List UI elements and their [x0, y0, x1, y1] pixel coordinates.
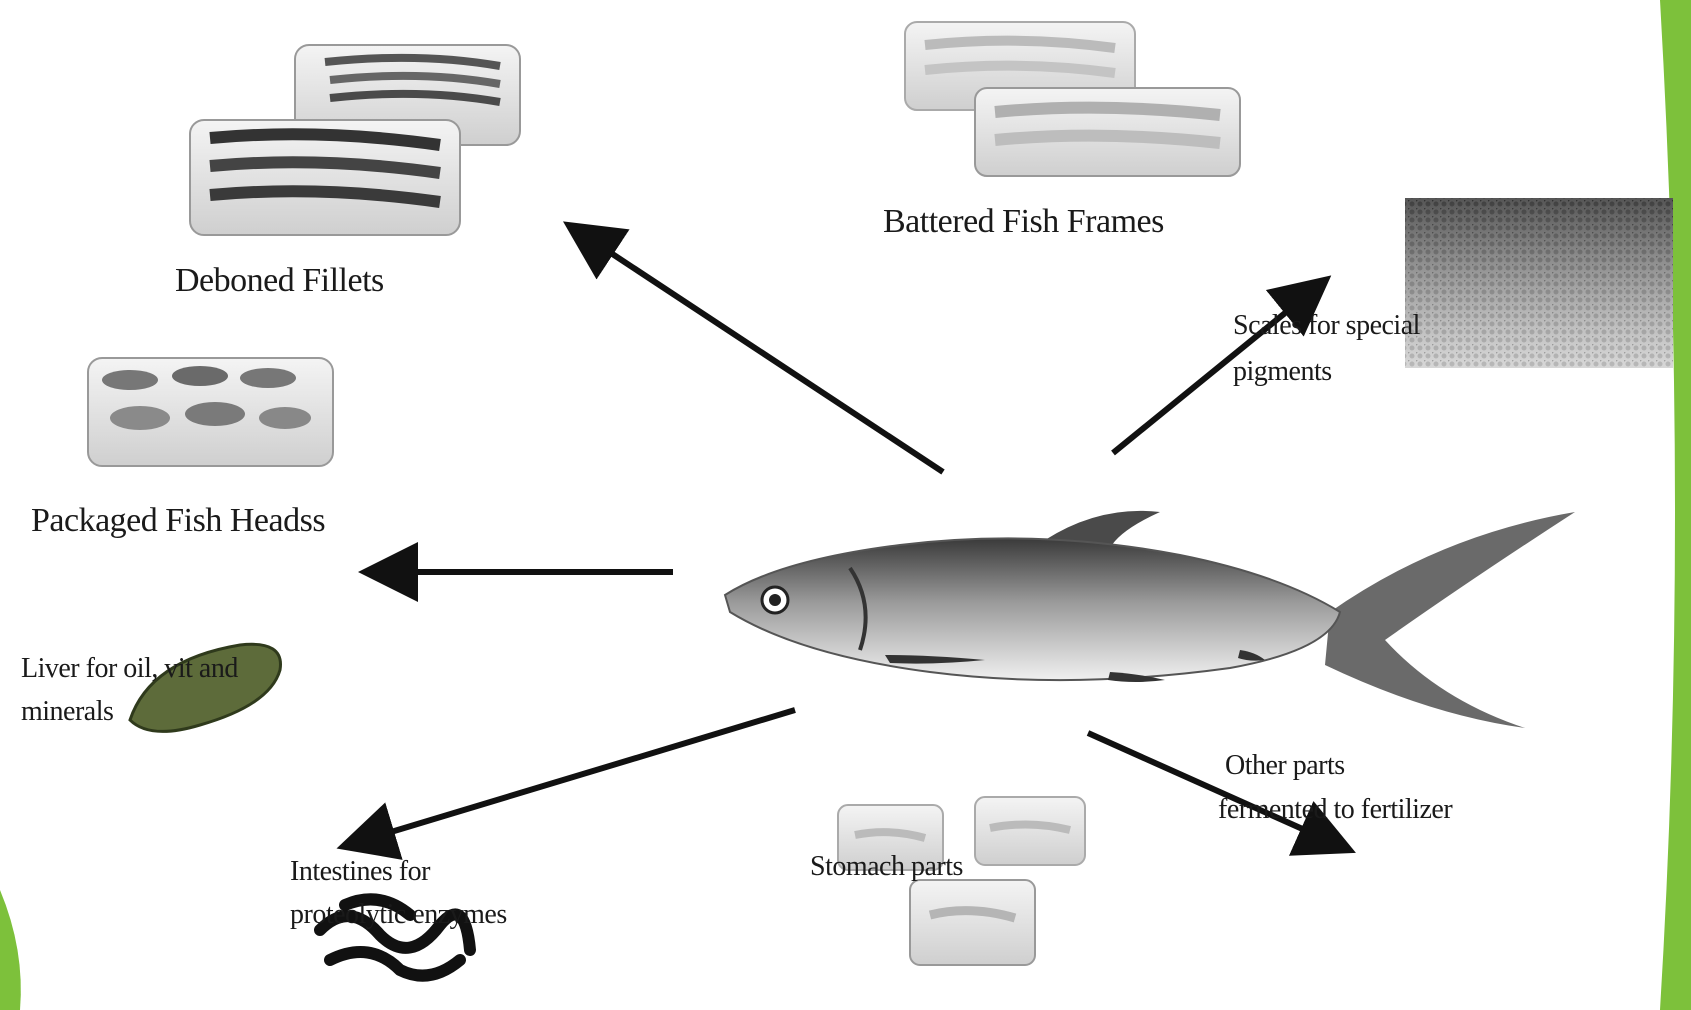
fish-heads-tray-icon — [88, 358, 333, 466]
label-other-parts-line1: Other parts — [1225, 744, 1345, 788]
label-packaged-fish-heads: Packaged Fish Headss — [31, 502, 325, 540]
label-deboned-fillets: Deboned Fillets — [175, 262, 384, 300]
label-scales-line1: Scales for special — [1233, 304, 1420, 348]
fillet-tray-icon — [190, 45, 520, 235]
fish-illustration — [725, 511, 1575, 728]
slide-accent-left — [0, 890, 21, 1010]
battered-tray-icon — [905, 22, 1240, 176]
label-intestines-line1: Intestines for — [290, 850, 430, 894]
arrows — [348, 228, 1345, 848]
arrow-to-fillets — [573, 228, 943, 472]
label-liver-line2: minerals — [21, 690, 113, 734]
label-other-parts-line2: fermented to fertilizer — [1218, 788, 1452, 832]
label-intestines-line2: proteolytic enzymes — [290, 893, 507, 937]
label-liver-line1: Liver for oil, vit and — [21, 647, 238, 691]
scales-texture-icon — [1405, 198, 1673, 368]
slide-accent-right — [1660, 0, 1691, 1010]
label-battered-fish-frames: Battered Fish Frames — [883, 203, 1164, 241]
arrow-to-intestines — [348, 710, 795, 845]
label-stomach-parts: Stomach parts — [810, 845, 963, 889]
label-scales-line2: pigments — [1233, 350, 1332, 394]
